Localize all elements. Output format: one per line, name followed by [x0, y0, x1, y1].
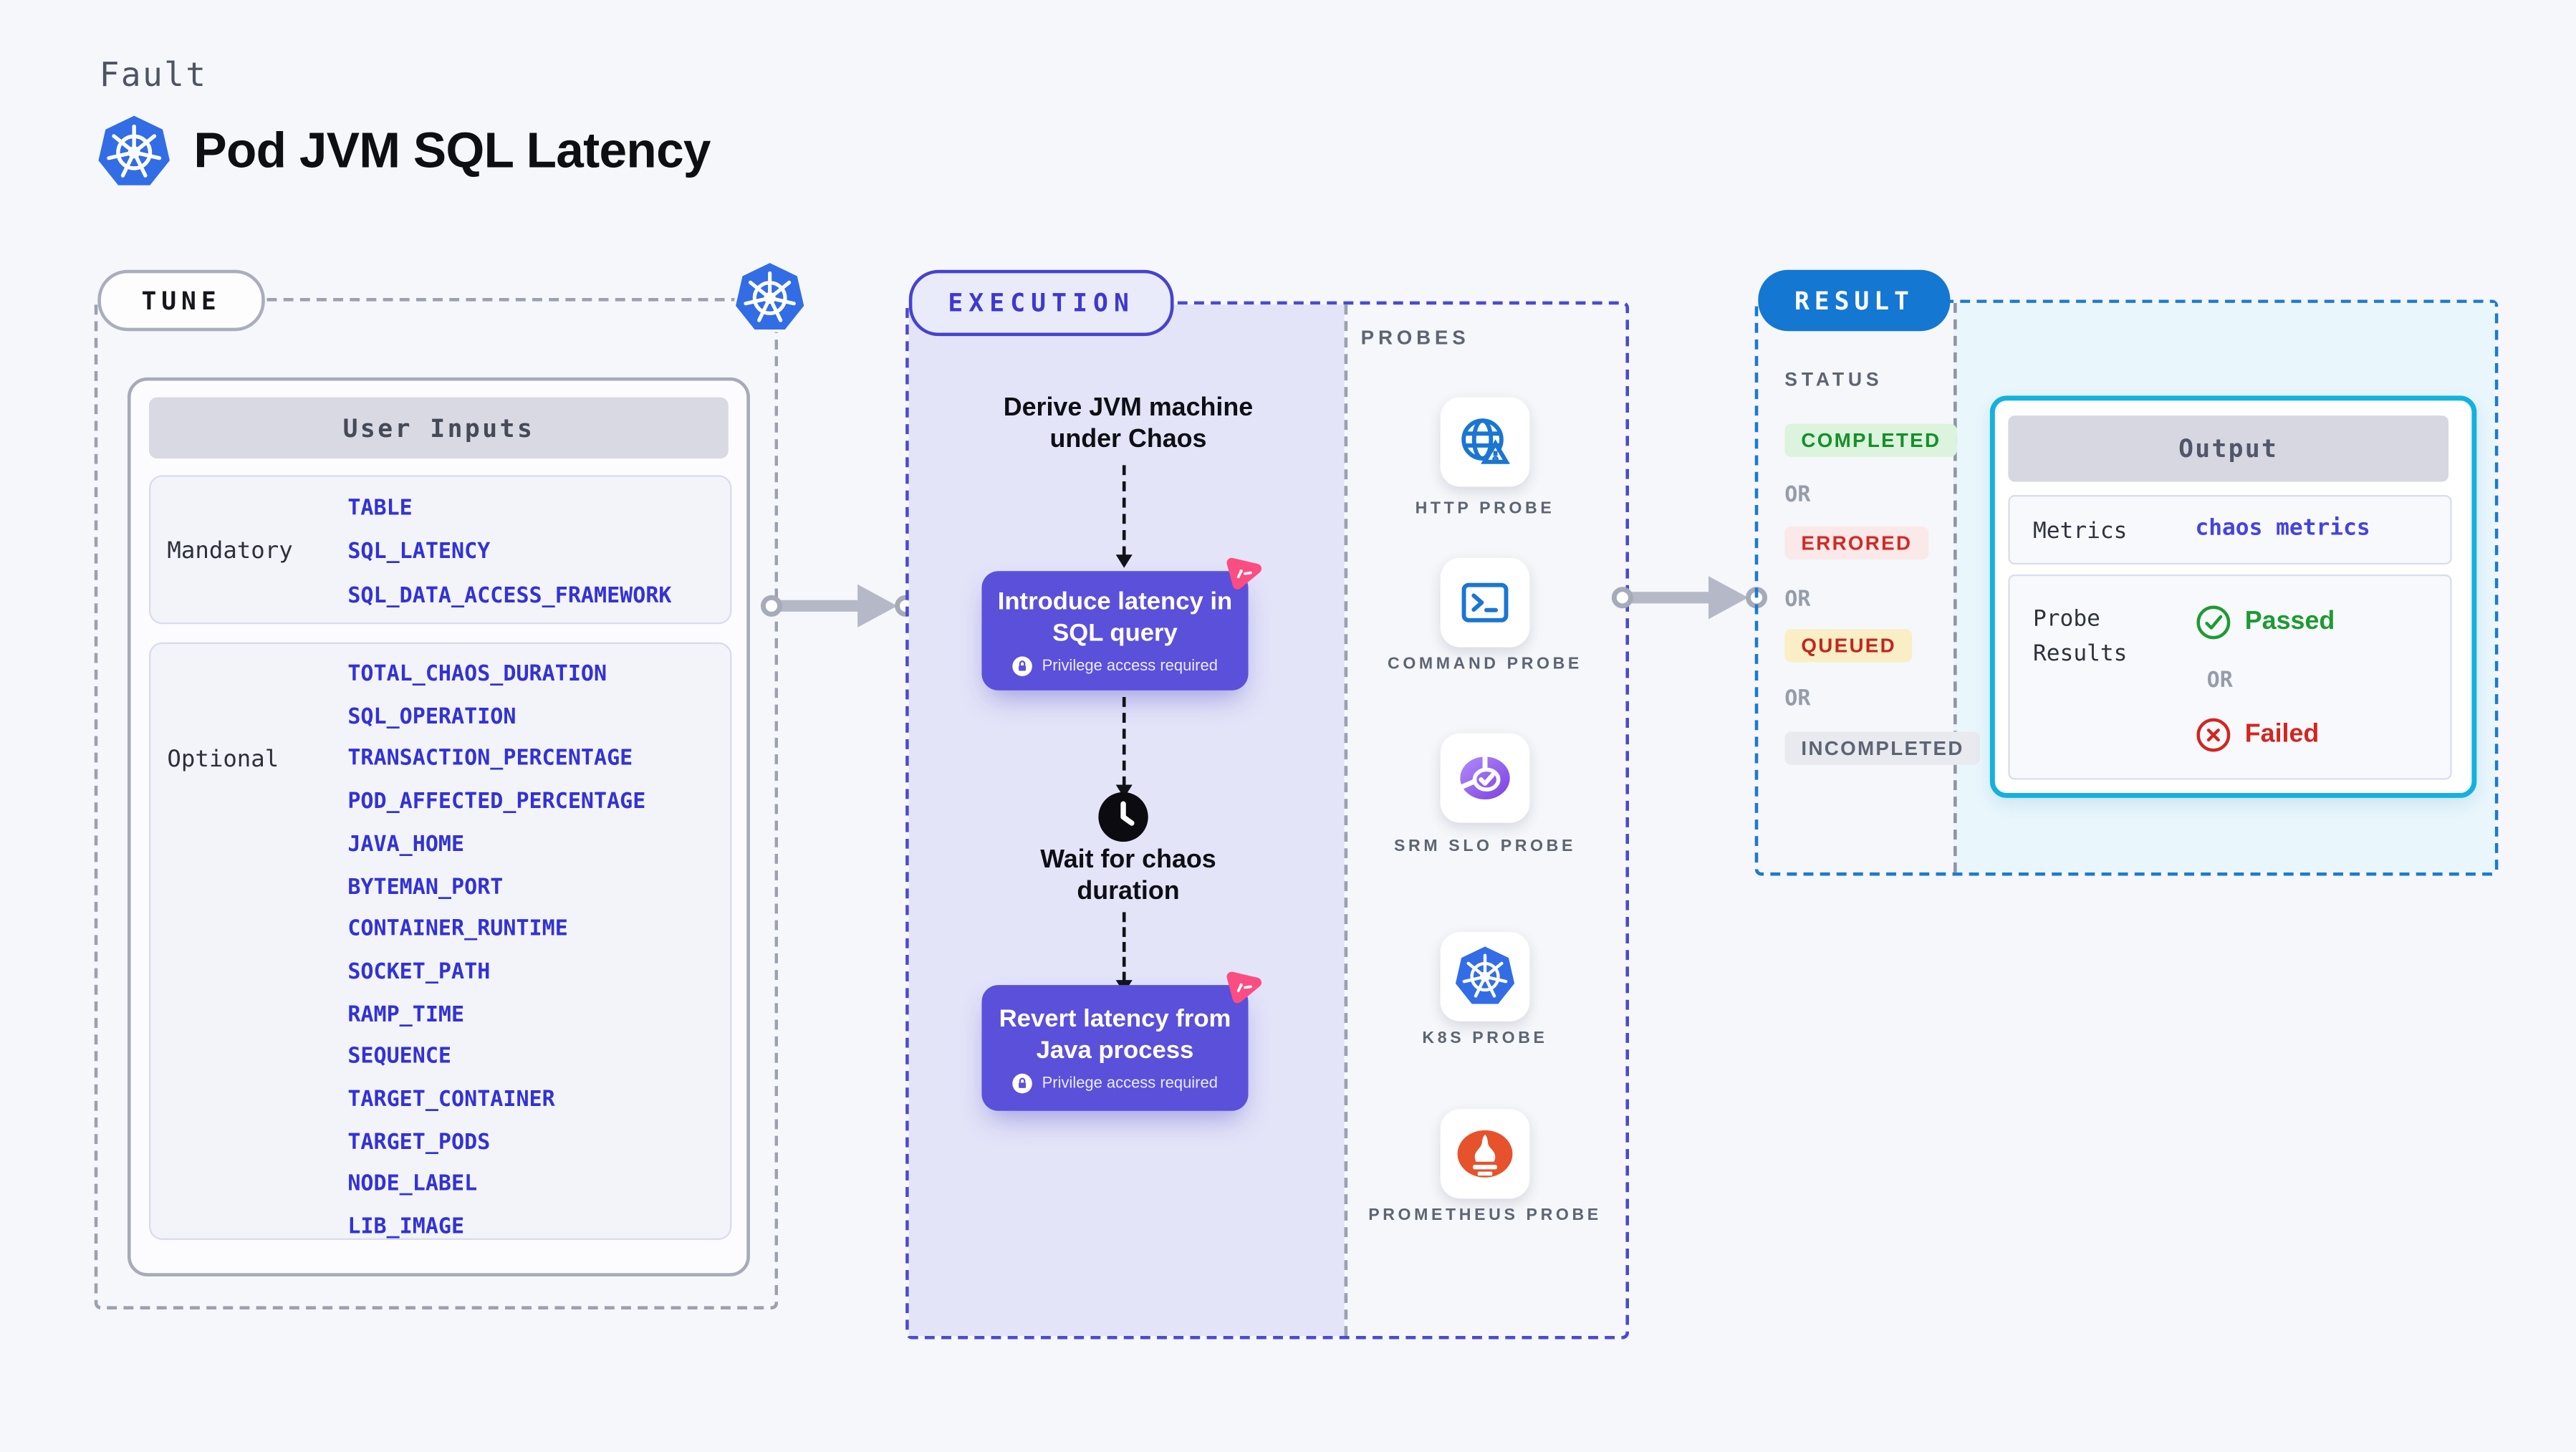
- failed-result: Failed: [2195, 717, 2319, 754]
- probe-label: PROMETHEUS PROBE: [1368, 1206, 1602, 1226]
- kubernetes-icon: [96, 114, 172, 190]
- probe-results-label: Probe Results: [2032, 605, 2128, 668]
- param: TRANSACTION_PERCENTAGE: [347, 747, 633, 772]
- user-inputs-card: User Inputs Mandatory TABLE SQL_LATENCY …: [127, 377, 750, 1276]
- privilege-badge: Privilege access required: [981, 1073, 1248, 1095]
- result-pill: RESULT: [1758, 269, 1951, 332]
- probe-results-row: Probe Results Passed OR Failed: [2008, 574, 2452, 780]
- tune-pill-label: TUNE: [141, 285, 221, 316]
- optional-row: Optional TOTAL_CHAOS_DURATION SQL_OPERAT…: [148, 642, 732, 1240]
- execution-pill-label: EXECUTION: [948, 288, 1135, 318]
- privilege-badge: Privilege access required: [981, 655, 1248, 677]
- fault-kicker: Fault: [99, 54, 208, 95]
- param: POD_AFFECTED_PERCENTAGE: [347, 789, 646, 815]
- or-separator: OR: [1784, 483, 1811, 509]
- param: TOTAL_CHAOS_DURATION: [347, 662, 607, 688]
- terminal-icon: [1457, 574, 1514, 631]
- param: SQL_LATENCY: [347, 540, 491, 565]
- optional-label: Optional: [167, 746, 279, 774]
- or-separator: OR: [1784, 687, 1811, 712]
- status-label: STATUS: [1784, 370, 1883, 391]
- flow-arrow-2: [1115, 696, 1133, 798]
- clock-icon: [1095, 789, 1150, 843]
- http-probe-card: [1440, 397, 1530, 487]
- status-badge-errored: ERRORED: [1784, 526, 1929, 560]
- param: RAMP_TIME: [347, 1002, 465, 1028]
- probe-label: SRM SLO PROBE: [1394, 837, 1577, 856]
- wait-step-text: Wait for chaos duration: [1040, 845, 1216, 905]
- k8s-probe-card: [1440, 932, 1530, 1021]
- param: SQL_DATA_ACCESS_FRAMEWORK: [347, 583, 672, 609]
- metrics-value: chaos metrics: [2195, 514, 2370, 542]
- probe-label: COMMAND PROBE: [1388, 655, 1582, 674]
- user-inputs-header: User Inputs: [148, 397, 729, 459]
- flow-arrow-1: [1115, 465, 1133, 568]
- mandatory-label: Mandatory: [167, 538, 293, 565]
- chaos-fault-icon: [1224, 552, 1263, 591]
- execution-pill: EXECUTION: [908, 269, 1174, 337]
- lock-icon: [1012, 1073, 1034, 1095]
- result-pill-label: RESULT: [1794, 285, 1914, 316]
- param: SEQUENCE: [347, 1045, 452, 1070]
- srm-slo-probe-card: [1440, 733, 1530, 823]
- x-circle-icon: [2195, 717, 2231, 754]
- command-probe-card: [1440, 557, 1530, 648]
- param: CONTAINER_RUNTIME: [347, 917, 568, 943]
- arrow-probes-to-result: [1609, 571, 1768, 624]
- param: TARGET_CONTAINER: [347, 1087, 555, 1113]
- param: NODE_LABEL: [347, 1173, 478, 1198]
- param: TABLE: [347, 496, 413, 521]
- param: SQL_OPERATION: [347, 704, 516, 730]
- prometheus-icon: [1453, 1122, 1517, 1186]
- metrics-label: Metrics: [2032, 518, 2128, 545]
- status-badge-queued: QUEUED: [1784, 629, 1913, 663]
- param: LIB_IMAGE: [347, 1215, 465, 1241]
- status-badge-completed: COMPLETED: [1784, 423, 1958, 457]
- mandatory-row: Mandatory TABLE SQL_LATENCY SQL_DATA_ACC…: [148, 475, 732, 625]
- output-header: Output: [2008, 415, 2449, 482]
- tune-section: [94, 297, 779, 1310]
- probe-label: K8S PROBE: [1422, 1029, 1548, 1048]
- flow-arrow-3: [1115, 912, 1133, 994]
- globe-alert-icon: [1455, 412, 1514, 471]
- param: SOCKET_PATH: [347, 960, 491, 985]
- result-section: STATUS COMPLETED OR ERRORED OR QUEUED OR…: [1754, 299, 2499, 876]
- check-circle-icon: [2195, 605, 2231, 641]
- execution-section: Derive JVM machine under Chaos Introduce…: [905, 301, 1630, 1340]
- page-title: Pod JVM SQL Latency: [193, 124, 711, 179]
- lock-icon: [1012, 655, 1034, 677]
- metrics-row: Metrics chaos metrics: [2008, 495, 2452, 565]
- param: BYTEMAN_PORT: [347, 875, 504, 900]
- chaos-fault-icon: [1224, 965, 1263, 1004]
- tune-pill: TUNE: [97, 269, 265, 332]
- execution-probes-divider: [1344, 304, 1348, 1337]
- result-divider: [1953, 302, 1957, 872]
- kubernetes-icon: [1453, 946, 1517, 1009]
- passed-result: Passed: [2195, 605, 2335, 641]
- param: TARGET_PODS: [347, 1130, 491, 1155]
- status-badge-incompleted: INCOMPLETED: [1784, 731, 1981, 765]
- output-box: Output Metrics chaos metrics Probe Resul…: [1989, 395, 2477, 798]
- derive-step-text: Derive JVM machine under Chaos: [1003, 394, 1254, 453]
- or-separator: OR: [1784, 587, 1811, 613]
- probes-label: PROBES: [1360, 326, 1470, 350]
- slo-gauge-icon: [1455, 749, 1514, 808]
- arrow-tune-to-execution: [758, 580, 917, 633]
- param: JAVA_HOME: [347, 832, 465, 857]
- probe-label: HTTP PROBE: [1415, 499, 1555, 519]
- or-separator: OR: [2206, 668, 2233, 694]
- kubernetes-corner-icon: [733, 261, 807, 335]
- prometheus-probe-card: [1440, 1109, 1530, 1199]
